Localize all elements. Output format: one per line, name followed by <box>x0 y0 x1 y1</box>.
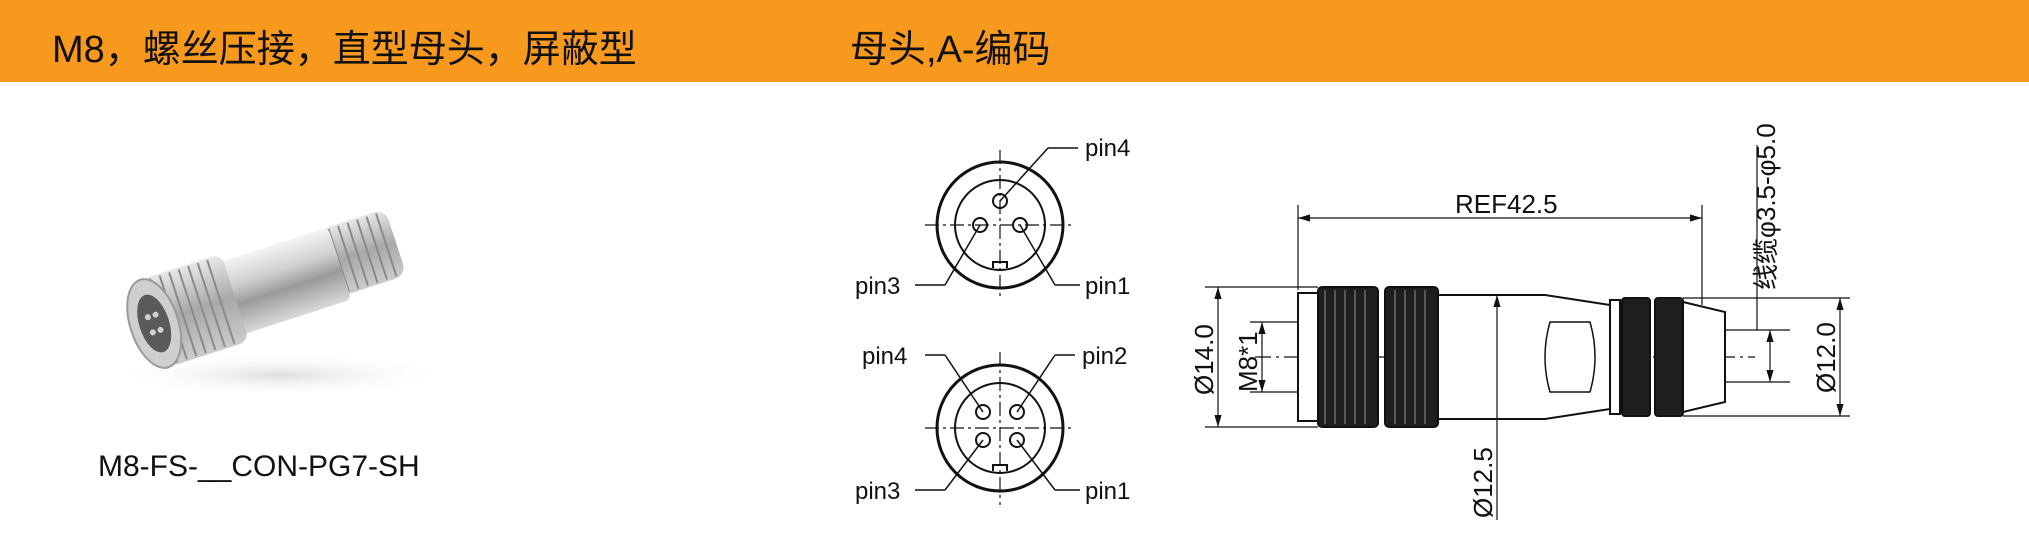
page-title: M8，螺丝压接，直型母头，屏蔽型 <box>52 29 637 71</box>
header-banner: M8，螺丝压接，直型母头，屏蔽型 母头,A-编码 <box>0 0 2029 82</box>
body-diameter-label: Ø14.0 <box>1189 324 1219 395</box>
pinout-4pin-diagram <box>915 352 1080 505</box>
nut-diameter-dimension <box>1683 297 1850 417</box>
pin3-label: pin3 <box>855 273 900 300</box>
model-number: M8-FS-__CON-PG7-SH <box>98 450 420 483</box>
body-diameter-dimension <box>1205 286 1318 428</box>
pin4-label-4pin: pin4 <box>862 343 907 370</box>
ref-length-dimension <box>1297 205 1703 305</box>
nut-diameter-label: Ø12.0 <box>1811 322 1841 393</box>
connector-photo-icon <box>110 211 450 397</box>
thread-label: M8*1 <box>1233 331 1263 392</box>
cable-range-label: 线缆φ3.5-φ5.0 <box>1751 123 1781 290</box>
thread-dimension <box>1250 321 1298 393</box>
pinout-3pin-diagram <box>915 147 1080 300</box>
pin2-label-4pin: pin2 <box>1082 343 1127 370</box>
pin3-label-4pin: pin3 <box>855 478 900 505</box>
cable-range-dimension <box>1725 145 1790 383</box>
side-view-drawing <box>1255 286 1755 428</box>
sleeve-diameter-label: Ø12.5 <box>1468 447 1498 518</box>
pin4-label: pin4 <box>1085 135 1130 162</box>
pin1-label-4pin: pin1 <box>1085 478 1130 505</box>
pin1-label: pin1 <box>1085 273 1130 300</box>
ref-length-label: REF42.5 <box>1455 189 1558 219</box>
page-subtitle: 母头,A-编码 <box>850 29 1051 71</box>
